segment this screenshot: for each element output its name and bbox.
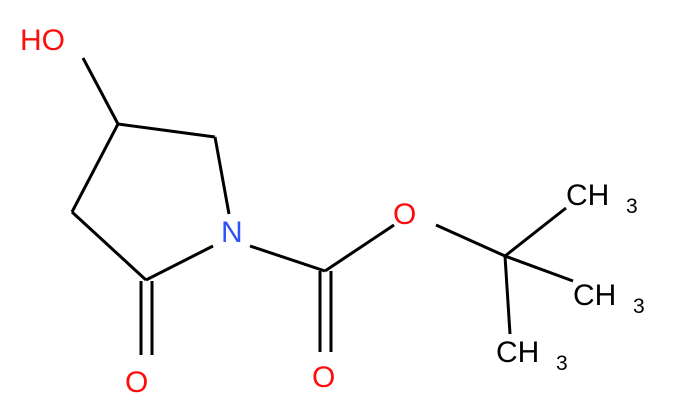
bond-c4-c3 bbox=[70, 123, 120, 213]
methyl-top-subscript: 3 bbox=[626, 195, 638, 218]
boc-carbonyl-oxygen-label: O bbox=[312, 361, 335, 394]
methyl-bottom-label: CH bbox=[496, 336, 539, 369]
bond-hydroxyl-c4 bbox=[81, 57, 120, 125]
bond-cq-methyl-middle bbox=[504, 254, 574, 283]
bond-cq-methyl-bottom bbox=[503, 255, 512, 335]
bond-n-carbonyl bbox=[249, 244, 326, 273]
methyl-top-label: CH bbox=[566, 179, 609, 212]
ester-oxygen-label: O bbox=[393, 198, 416, 231]
ring-nitrogen-label: N bbox=[221, 216, 243, 249]
ring-carbonyl-oxygen-label: O bbox=[125, 366, 148, 399]
atom-labels: HO N O O O CH 3 CH 3 CH 3 bbox=[20, 24, 645, 399]
bond-carbonyl-oester bbox=[324, 223, 395, 273]
bond-cq-methyl-top bbox=[504, 206, 567, 258]
bond-c3-c2 bbox=[70, 210, 148, 282]
hydroxyl-label: HO bbox=[20, 24, 65, 57]
methyl-middle-label: CH bbox=[573, 279, 616, 312]
bond-c2-n bbox=[145, 244, 214, 282]
methyl-bottom-subscript: 3 bbox=[556, 352, 568, 375]
bond-c4-c5 bbox=[117, 122, 216, 139]
bond-oester-cq bbox=[435, 223, 506, 258]
bonds bbox=[70, 57, 574, 355]
bond-c5-n bbox=[213, 136, 231, 215]
methyl-middle-subscript: 3 bbox=[633, 295, 645, 318]
